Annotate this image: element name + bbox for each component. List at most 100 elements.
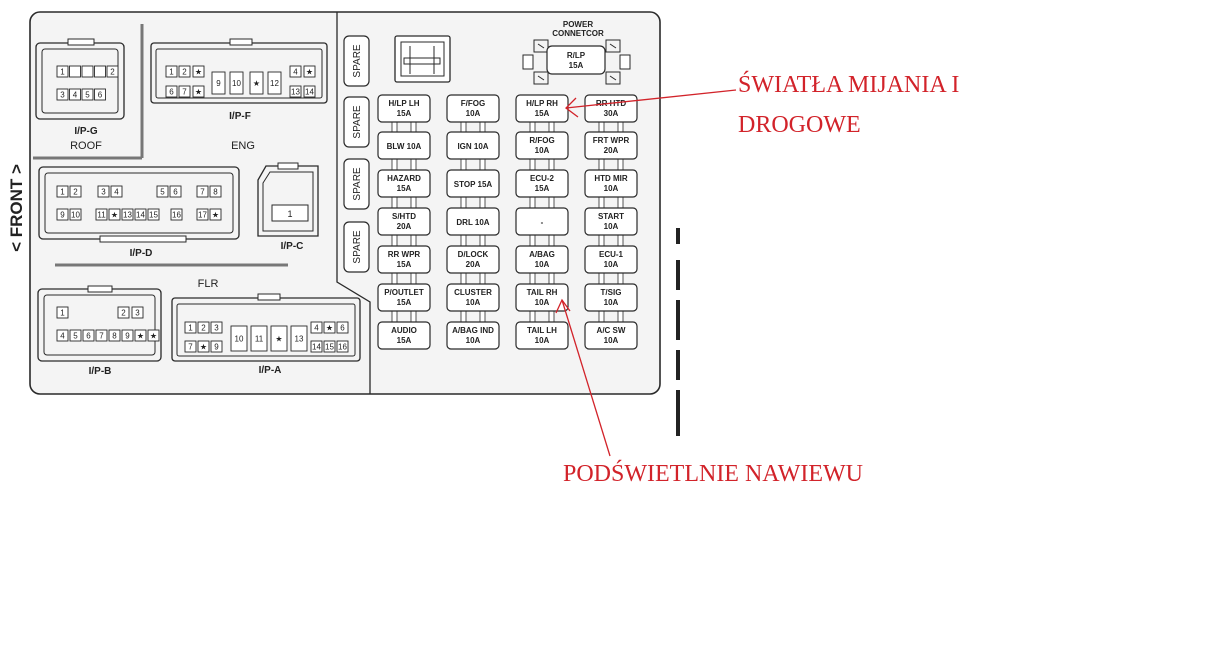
fuse-name: IGN 10A	[457, 142, 488, 151]
pin-ipg-top-0: 1	[56, 65, 69, 78]
pin-ipa-12-label: 6	[340, 324, 345, 333]
pin-ipa-11-label: ★	[326, 324, 333, 333]
pin-ipd-2: 3	[97, 185, 110, 198]
annotation-lights: ŚWIATŁA MIJANIA I DROGOWE	[738, 72, 959, 138]
fuse-name: ECU-2	[530, 174, 555, 183]
spare-fuse-label: SPARE	[352, 105, 363, 138]
fuse-9: STOP 15A	[446, 169, 500, 198]
pin-ipd-10-label: 11	[97, 211, 106, 220]
pin-ipb-8-label: 7	[99, 332, 104, 341]
fuse-rating: 10A	[466, 109, 481, 118]
fuse-rating: 10A	[535, 298, 550, 307]
pin-ipa-10-label: 4	[314, 324, 319, 333]
spare-fuse-4: SPARE	[343, 221, 370, 273]
fuse-name: TAIL LH	[527, 326, 557, 335]
fuse-name: A/C SW	[597, 326, 626, 335]
power-connector-fuse-rating: 15A	[569, 61, 584, 70]
fuse-rating: 15A	[535, 109, 550, 118]
pin-ipf-2: ★	[192, 65, 205, 78]
spare-fuse-label: SPARE	[352, 167, 363, 200]
pin-ipd-15: 16	[170, 208, 183, 221]
pin-ipa-7-label: 11	[255, 335, 264, 344]
fuse-name: HAZARD	[387, 174, 421, 183]
pin-ipa-0: 1	[184, 321, 197, 334]
pin-ipa-0-label: 1	[188, 324, 193, 333]
pin-ipf-1: 2	[178, 65, 191, 78]
pin-ipa-9: 13	[290, 325, 308, 352]
pin-ipd-1: 2	[69, 185, 82, 198]
connector-ip-c-pin: 1	[287, 209, 292, 219]
pin-ipf-1-label: 2	[182, 68, 187, 77]
pin-ipd-0: 1	[56, 185, 69, 198]
pin-ipa-15: 16	[336, 340, 349, 353]
fuse-rating: 10A	[535, 336, 550, 345]
pin-ipb-12: ★	[147, 329, 160, 342]
fuse-name: DRL 10A	[456, 218, 489, 227]
fuse-name: H/LP LH	[389, 99, 420, 108]
pin-ipb-5: 4	[56, 329, 69, 342]
pin-ipb-7: 6	[82, 329, 95, 342]
pin-ipf-7: 10	[229, 71, 244, 95]
pin-ipd-5: 6	[169, 185, 182, 198]
pin-ipf-7-label: 10	[232, 79, 241, 88]
pin-ipg-bottom-0-label: 3	[60, 91, 65, 100]
fuse-name: F/FOG	[461, 99, 485, 108]
pin-ipd-16-label: 17	[198, 211, 207, 220]
pin-ipd-4: 5	[156, 185, 169, 198]
fuse-rating: 10A	[604, 222, 619, 231]
pin-ipb-1-label: 2	[121, 309, 126, 318]
fuse-rating: 10A	[604, 184, 619, 193]
pin-ipg-bottom-0: 3	[56, 88, 69, 101]
pin-ipf-5-label: ★	[195, 88, 202, 97]
pin-ipb-0: 1	[56, 306, 69, 319]
annotation-arrow-backlight	[555, 298, 611, 457]
pin-ipa-8: ★	[270, 325, 288, 352]
connector-ip-a-label: I/P-A	[259, 365, 282, 376]
pin-ipa-11: ★	[323, 321, 336, 334]
pin-ipf-4: 7	[178, 85, 191, 98]
pin-ipd-8-label: 9	[60, 211, 65, 220]
pin-ipg-top-4: 2	[106, 65, 119, 78]
fuse-name: D/LOCK	[458, 250, 489, 259]
pin-ipg-bottom-1: 4	[69, 88, 81, 101]
pin-ipd-3-label: 4	[114, 188, 119, 197]
annotation-backlight: PODŚWIETLNIE NAWIEWU	[563, 461, 863, 487]
pin-ipb-11: ★	[134, 329, 147, 342]
pin-ipg-bottom-2: 5	[81, 88, 94, 101]
connector-ip-d-label: I/P-D	[130, 248, 153, 259]
power-connector-title-2: CONNETCOR	[552, 29, 604, 38]
pin-ipg-bottom-2-label: 5	[85, 91, 90, 100]
fuse-rating: 10A	[466, 298, 481, 307]
fuse-name: R/FOG	[529, 136, 554, 145]
pin-ipd-9-label: 10	[71, 211, 80, 220]
pin-ipf-9: 12	[267, 71, 282, 95]
annotation-lights-line2: DROGOWE	[738, 112, 861, 138]
pin-ipd-6: 7	[196, 185, 209, 198]
fuse-rating: 10A	[604, 298, 619, 307]
flr-label: FLR	[198, 278, 219, 290]
fuse-name: S/HTD	[392, 212, 416, 221]
fuse-rating: 10A	[604, 336, 619, 345]
fuse-rating: 15A	[397, 109, 412, 118]
spare-fuse-label: SPARE	[352, 230, 363, 263]
pin-ipa-6: 10	[230, 325, 248, 352]
pin-ipf-6-label: 9	[216, 79, 221, 88]
pin-ipg-bottom-1-label: 4	[73, 91, 78, 100]
pin-ipg-top-0-label: 1	[60, 68, 65, 77]
pin-ipd-4-label: 5	[160, 188, 165, 197]
pin-ipb-6-label: 5	[73, 332, 78, 341]
pin-ipd-1-label: 2	[73, 188, 78, 197]
fuse-rating: 15A	[397, 184, 412, 193]
fuse-name: CLUSTER	[454, 288, 492, 297]
pin-ipa-4: ★	[197, 340, 210, 353]
